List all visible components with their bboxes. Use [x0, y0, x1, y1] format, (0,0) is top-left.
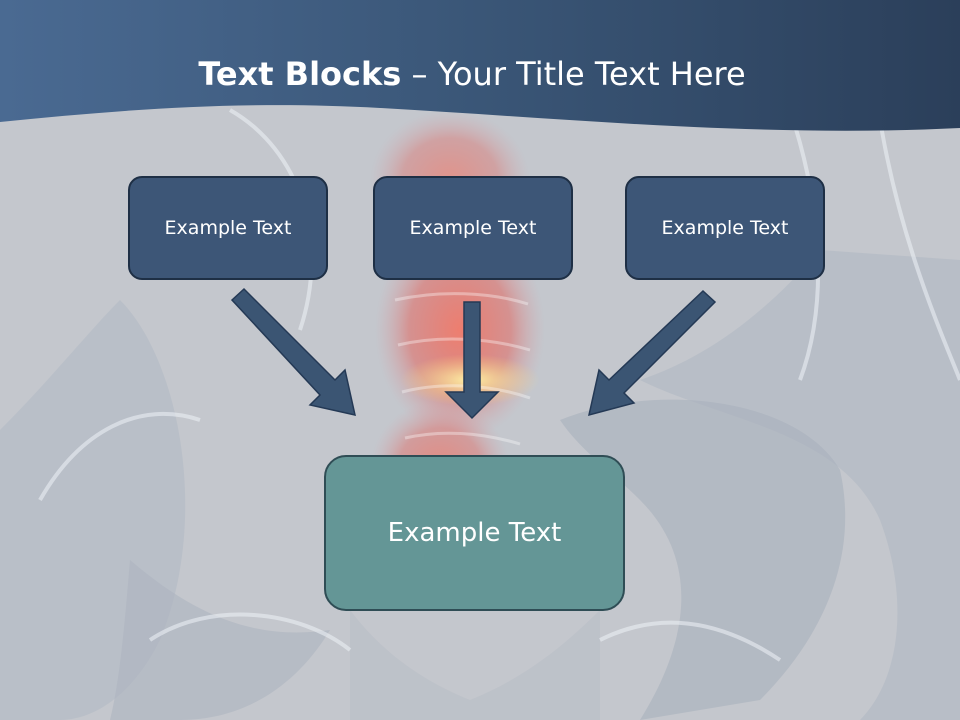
- text-block-left: Example Text: [128, 176, 328, 280]
- target-text-block: Example Text: [324, 455, 625, 611]
- slide-title: Text Blocks – Your Title Text Here: [0, 52, 944, 96]
- text-block-right: Example Text: [625, 176, 825, 280]
- slide-title-bold: Text Blocks: [198, 55, 402, 93]
- slide-title-rest: Your Title Text Here: [437, 55, 746, 93]
- text-block-center: Example Text: [373, 176, 573, 280]
- arrow-left-to-target: [230, 287, 356, 416]
- arrow-right-to-target: [587, 289, 717, 417]
- slide-title-dash: –: [401, 55, 438, 93]
- arrow-center-to-target: [444, 301, 500, 420]
